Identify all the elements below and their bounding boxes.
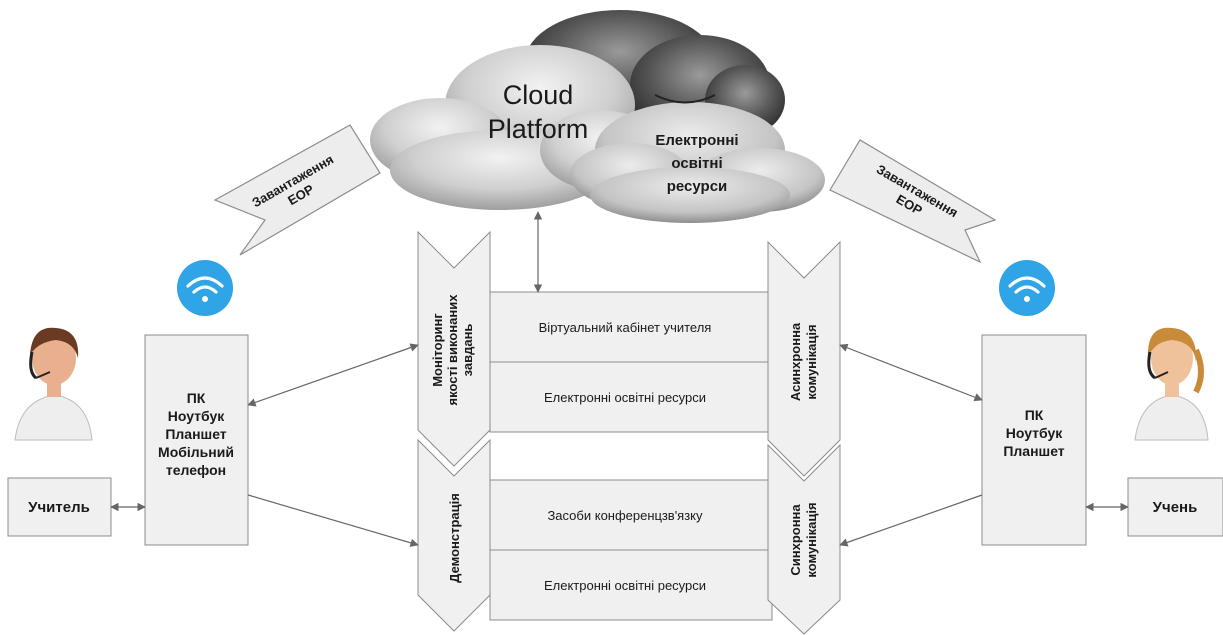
cloud-title-line2: Platform bbox=[488, 114, 589, 144]
student-avatar bbox=[1134, 327, 1209, 441]
async-banner-line: Асинхронна bbox=[788, 322, 803, 401]
bottom-block: Засоби конференцзв'язку Електронні освіт… bbox=[417, 438, 841, 635]
teacher-device-line: Планшет bbox=[165, 426, 226, 442]
cloud-resources-line3: ресурси bbox=[667, 178, 728, 195]
teacher-device-line: телефон bbox=[166, 462, 226, 478]
upload-arrow-left: Завантаження ЕОР bbox=[213, 124, 381, 256]
monitoring-banner-line: якості виконаних bbox=[445, 294, 460, 406]
bottom-row-label: Електронні освітні ресурси bbox=[544, 578, 706, 593]
student-device-line: Ноутбук bbox=[1006, 425, 1064, 441]
student-sync-arrow bbox=[839, 494, 983, 547]
top-block: Віртуальний кабінет учителя Електронні о… bbox=[417, 230, 841, 477]
sync-banner-line: комунікація bbox=[804, 502, 819, 577]
teacher-device-line: Мобільний bbox=[158, 444, 234, 460]
student-device-line: Планшет bbox=[1003, 443, 1064, 459]
bottom-row-label: Засоби конференцзв'язку bbox=[547, 508, 703, 523]
cloud-resources bbox=[570, 102, 825, 223]
teacher-demo-arrow bbox=[247, 494, 419, 547]
teacher-label: Учитель bbox=[28, 499, 90, 516]
async-banner-line: комунікація bbox=[804, 324, 819, 399]
teacher-avatar bbox=[14, 327, 93, 441]
sync-banner-line: Синхронна bbox=[788, 504, 803, 576]
student-label-box: Учень bbox=[1127, 477, 1223, 537]
monitoring-banner-line: Моніторинг bbox=[430, 313, 445, 387]
connector-arrows bbox=[110, 211, 1129, 547]
student-label: Учень bbox=[1153, 499, 1198, 516]
teacher-monitor-arrow bbox=[247, 343, 419, 407]
monitoring-banner-line: завдань bbox=[460, 324, 475, 377]
cloud-resources-line1: Електронні bbox=[655, 132, 738, 149]
async-student-arrow bbox=[839, 343, 983, 402]
top-row-label: Віртуальний кабінет учителя bbox=[539, 320, 712, 335]
wifi-icon bbox=[999, 260, 1055, 316]
demo-banner-line: Демонстрація bbox=[447, 493, 462, 583]
wifi-icon bbox=[177, 260, 233, 316]
student-devices-box: ПК Ноутбук Планшет bbox=[981, 334, 1087, 546]
cloud-title-line1: Cloud bbox=[503, 80, 574, 110]
teacher-label-box: Учитель bbox=[7, 477, 112, 537]
upload-arrow-right: Завантаження ЕОР bbox=[829, 139, 997, 264]
teacher-devices-box: ПК Ноутбук Планшет Мобільний телефон bbox=[144, 334, 249, 546]
teacher-device-line: ПК bbox=[187, 390, 206, 406]
top-row-label: Електронні освітні ресурси bbox=[544, 390, 706, 405]
student-device-line: ПК bbox=[1025, 407, 1044, 423]
cloud-resources-line2: освітні bbox=[671, 155, 722, 172]
teacher-device-line: Ноутбук bbox=[168, 408, 226, 424]
